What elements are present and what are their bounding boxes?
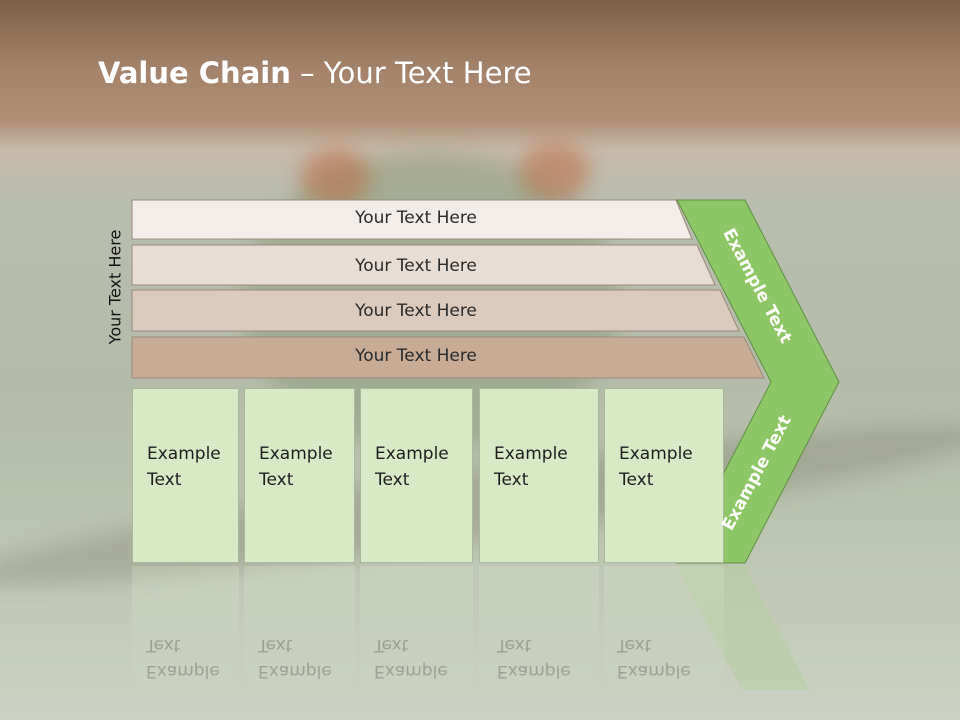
reflection-text: Example Text: [497, 635, 571, 681]
activity-box-1: Example Text: [132, 388, 239, 563]
reflection-box: [360, 566, 473, 696]
reflection-text: Example Text: [374, 635, 448, 681]
reflection-text: Example Text: [258, 635, 332, 681]
reflection-box: [132, 566, 239, 696]
page-title: Value Chain – Your Text Here: [98, 56, 532, 90]
reflection-text: Example Text: [617, 635, 691, 681]
row-label-2: Your Text Here: [355, 256, 477, 276]
reflection-box: [604, 566, 724, 696]
row-shape-3: [131, 289, 740, 332]
chevron-shape: [676, 199, 840, 564]
activity-box-2: Example Text: [244, 388, 355, 563]
activity-box-label: Example Text: [259, 444, 333, 490]
title-rest: – Your Text Here: [290, 56, 532, 90]
row-shape-4: [131, 336, 765, 379]
chevron-reflection: [677, 566, 810, 690]
mirror-reflection: Example Text Example Text Example Text E…: [0, 566, 960, 720]
row-shape-2: [131, 244, 716, 286]
activity-box-label: Example Text: [375, 444, 449, 490]
row-label-1: Your Text Here: [355, 208, 477, 228]
row-shape-1: [131, 199, 693, 240]
activity-box-5: Example Text: [604, 388, 724, 563]
row-label-4: Your Text Here: [355, 346, 477, 366]
activity-box-label: Example Text: [147, 444, 221, 490]
background-frog-eye-left: [300, 148, 370, 208]
activity-box-3: Example Text: [360, 388, 473, 563]
row-label-3: Your Text Here: [355, 301, 477, 321]
activity-box-4: Example Text: [479, 388, 599, 563]
activity-box-label: Example Text: [494, 444, 568, 490]
reflection-box: [244, 566, 355, 696]
reflection-box: [479, 566, 599, 696]
title-bold: Value Chain: [98, 56, 291, 90]
reflection-text: Example Text: [146, 635, 220, 681]
background-frog-eye-right: [520, 142, 590, 202]
activity-box-label: Example Text: [619, 444, 693, 490]
